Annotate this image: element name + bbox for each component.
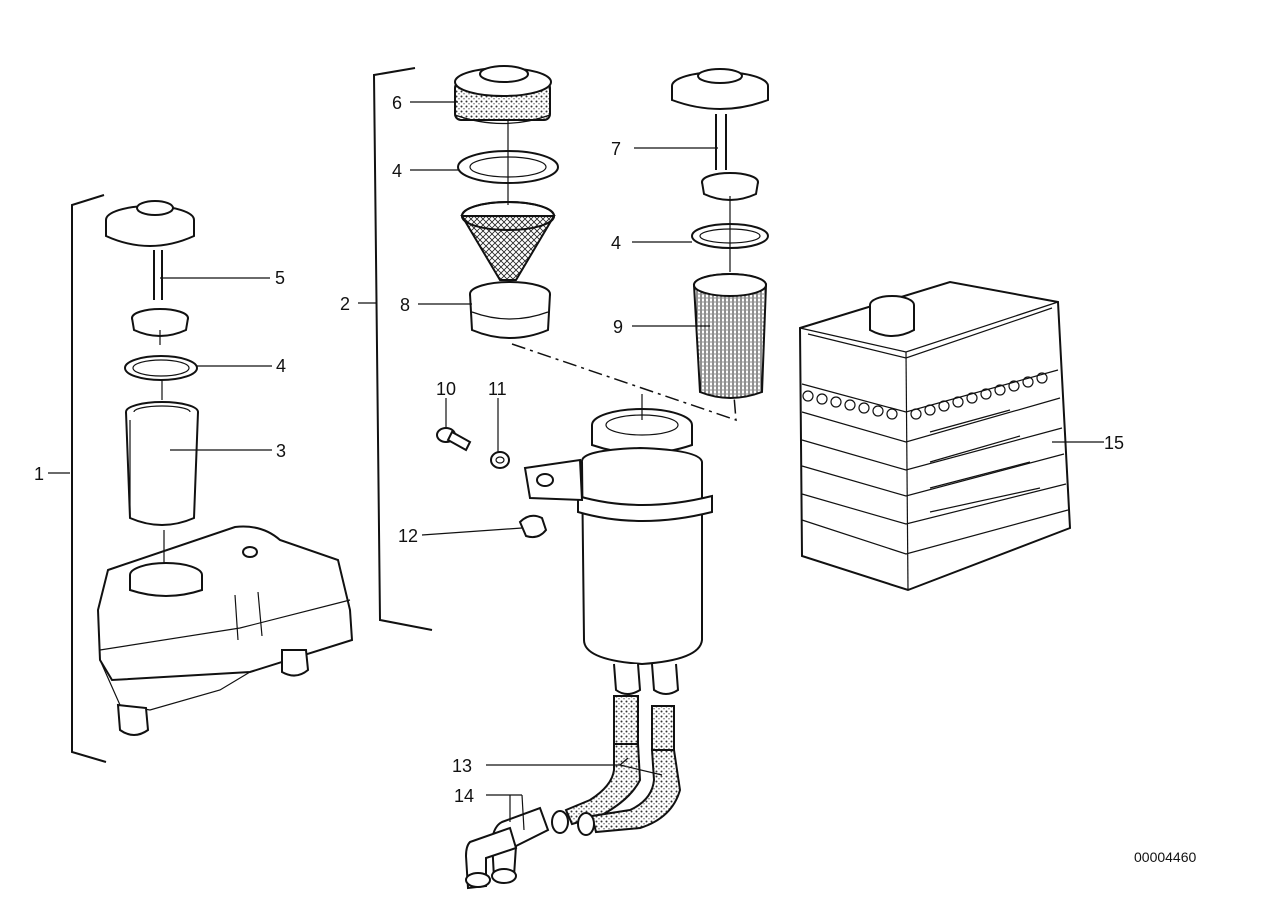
- leaders-group-1: [159, 277, 272, 564]
- diagram-code: 00004460: [1134, 849, 1197, 865]
- reservoir-1: [96, 525, 354, 736]
- label-8: 8: [400, 295, 410, 315]
- seal-ring-4-left: [124, 355, 198, 381]
- filter-element-9: [692, 273, 768, 399]
- label-6: 6: [392, 93, 402, 113]
- label-9: 9: [613, 317, 623, 337]
- washer-11: [490, 451, 510, 469]
- label-3: 3: [276, 441, 286, 461]
- oil-can-15: [798, 280, 1104, 592]
- bracket-group-1: [48, 194, 107, 763]
- label-4-left: 4: [276, 356, 286, 376]
- cap-6: [454, 65, 552, 125]
- label-5: 5: [275, 268, 285, 288]
- filter-3: [125, 401, 199, 526]
- label-1: 1: [34, 464, 44, 484]
- label-12: 12: [398, 526, 418, 546]
- label-4-middle: 4: [392, 161, 402, 181]
- label-2: 2: [340, 294, 350, 314]
- label-10: 10: [436, 379, 456, 399]
- filter-housing-8: [469, 281, 551, 339]
- label-15: 15: [1104, 433, 1124, 453]
- label-7: 7: [611, 139, 621, 159]
- elbows-14: [464, 806, 595, 890]
- hoses-13: [564, 695, 682, 834]
- label-4-right: 4: [611, 233, 621, 253]
- bracket-group-2: [358, 67, 433, 631]
- reservoir-tank-2: [523, 408, 713, 695]
- label-13: 13: [452, 756, 472, 776]
- can-ring-pattern: [802, 372, 1048, 420]
- label-11: 11: [488, 379, 507, 399]
- strainer-funnel: [460, 201, 556, 281]
- cap-with-dipstick-5: [105, 200, 195, 337]
- grommet-12: [518, 514, 548, 539]
- leaders-group-2: [410, 101, 737, 831]
- callout-labels: 1 5 4 3 2 6 4 8 7 4 9 10 11 12 13 14 15 …: [34, 93, 1197, 865]
- screw-10: [436, 427, 472, 452]
- cap-with-dipstick-7: [671, 68, 769, 201]
- label-14: 14: [454, 786, 474, 806]
